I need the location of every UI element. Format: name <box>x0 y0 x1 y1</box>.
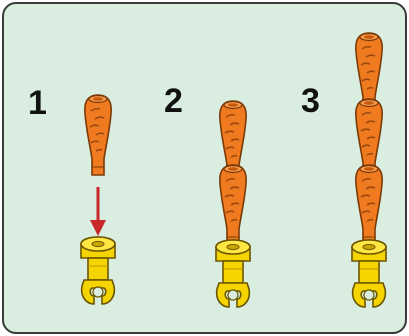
instruction-panel: 1 2 3 <box>2 2 407 334</box>
holder-clip-icon <box>216 240 250 307</box>
holder-clip-icon <box>352 240 386 307</box>
carrot-icon <box>356 165 382 245</box>
instruction-illustration <box>4 4 407 334</box>
arrow-down-icon <box>90 187 106 236</box>
holder-clip-icon <box>81 237 115 304</box>
step-3-assembly <box>352 33 386 307</box>
step-1-assembly <box>81 95 115 304</box>
carrot-icon <box>85 95 111 175</box>
carrot-icon <box>220 165 246 245</box>
step-2-assembly <box>216 101 250 307</box>
